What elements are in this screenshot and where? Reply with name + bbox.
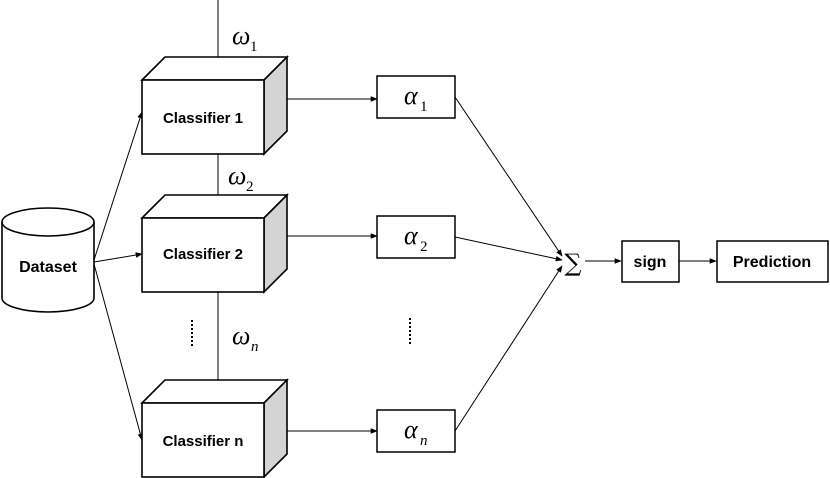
svg-text:2: 2	[420, 239, 428, 255]
dataset-arrows	[93, 111, 144, 441]
dataset-label: Dataset	[19, 259, 77, 276]
classifier-n-box: Classifier n	[140, 378, 289, 478]
svg-text:1: 1	[420, 99, 428, 115]
arrow-dataset-to-classifier-2	[93, 252, 143, 263]
svg-text:α: α	[404, 81, 419, 110]
svg-text:ω: ω	[228, 161, 246, 190]
svg-text:α: α	[404, 221, 419, 250]
svg-text:α: α	[404, 415, 419, 444]
alpha-n-box: α n	[376, 409, 456, 453]
svg-text:1: 1	[250, 39, 258, 55]
svg-text:ω: ω	[232, 321, 250, 350]
alpha-1-box: α 1	[376, 75, 456, 119]
sum-symbol: ∑	[564, 249, 581, 277]
prediction-box: Prediction	[716, 240, 829, 283]
alpha-2-box: α 2	[376, 215, 456, 259]
dataset-cylinder: Dataset	[1, 207, 95, 313]
classifier-n-label: Classifier n	[163, 433, 244, 450]
sign-label: sign	[634, 254, 667, 271]
arrow-dataset-to-classifier-n	[93, 263, 144, 441]
svg-text:ω: ω	[232, 21, 250, 50]
sign-box: sign	[621, 240, 680, 283]
prediction-label: Prediction	[733, 254, 811, 271]
classifier-1-box: Classifier 1	[140, 55, 289, 156]
weight-n-label: ω n	[232, 321, 259, 355]
weight-1-label: ω 1	[232, 21, 258, 55]
classifier-1-label: Classifier 1	[163, 110, 243, 127]
weight-2-label: ω 2	[228, 161, 254, 195]
classifier-2-box: Classifier 2	[140, 193, 289, 294]
svg-text:2: 2	[246, 179, 254, 195]
arrow-dataset-to-classifier-1	[93, 111, 143, 261]
arrow-alpha-n-to-sum	[454, 265, 563, 432]
arrow-alpha-1-to-sum	[454, 96, 563, 257]
arrow-alpha-2-to-sum	[454, 236, 563, 262]
svg-text:n: n	[251, 339, 259, 355]
classifier-2-label: Classifier 2	[163, 246, 243, 263]
svg-text:n: n	[420, 433, 428, 449]
